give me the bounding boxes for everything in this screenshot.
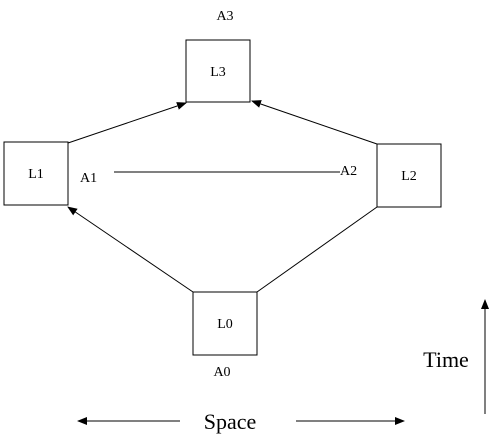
label-a3: A3 [216, 9, 233, 24]
node-l1-label: L1 [28, 167, 44, 182]
node-l3: L3 [185, 39, 251, 103]
label-a0: A0 [213, 365, 230, 380]
space-axis-label: Space [204, 409, 257, 434]
node-l2: L2 [376, 143, 442, 208]
node-l0-label: L0 [217, 317, 233, 332]
node-l3-label: L3 [210, 65, 226, 80]
time-axis-label: Time [423, 347, 469, 372]
edge-l2-to-l3 [251, 100, 378, 145]
label-a2: A2 [340, 164, 357, 179]
edge-l1-to-l3 [67, 102, 187, 144]
node-l0: L0 [192, 291, 258, 356]
edge-l0-to-l1 [67, 206, 194, 293]
edge-l0-to-l2 [256, 206, 378, 293]
node-l1: L1 [3, 141, 69, 206]
node-l2-label: L2 [401, 169, 417, 184]
label-a1: A1 [80, 171, 97, 186]
